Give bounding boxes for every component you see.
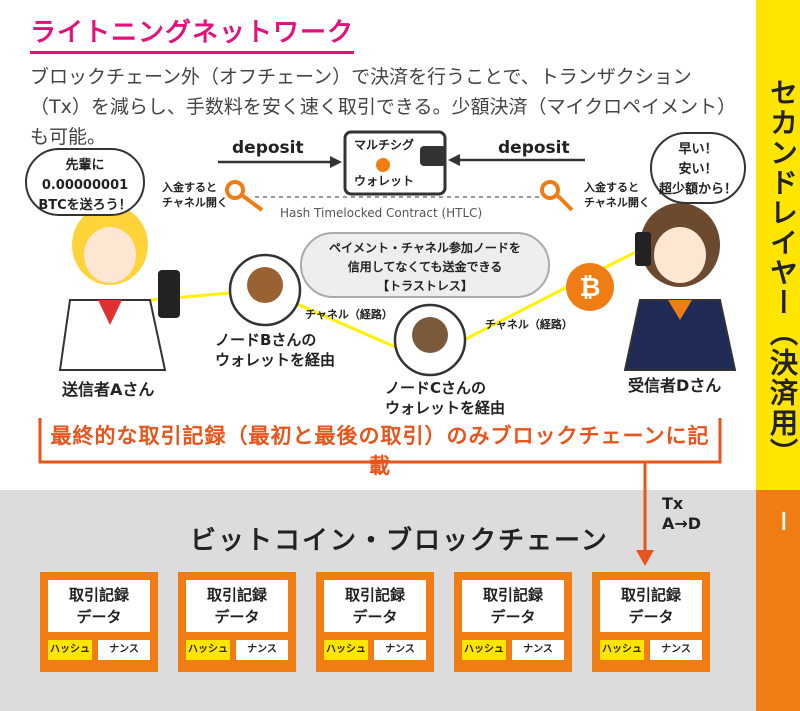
node-b-label: ノードBさんの ウォレットを経由 (215, 331, 336, 369)
record-bracket (38, 418, 722, 464)
block-hash: ハッシュ (324, 640, 368, 660)
channel-label-1: チャネル（経路） (305, 308, 393, 321)
trustless-bubble: ペイメント・チャネル参加ノードを 信用してなくても送金できる 【トラストレス】 (300, 232, 550, 298)
bitcoin-coin-icon (566, 263, 614, 311)
final-record-text: 最終的な取引記録（最初と最後の取引）のみブロックチェーンに記載 (50, 424, 710, 478)
svg-text:₿: ₿ (579, 273, 600, 303)
sender-speech-bubble: 先輩に 0.00000001 BTCを送ろう！ (25, 148, 145, 216)
receiver-label: 受信者Dさん (628, 376, 722, 395)
first-layer-label: ファーストレイヤー (769, 510, 794, 534)
block-line1: 取引記録 (344, 586, 405, 604)
block-hash: ハッシュ (186, 640, 230, 660)
receiver-person (623, 203, 737, 371)
block-line2: データ (352, 608, 398, 626)
block-line2: データ (76, 608, 122, 626)
block-hash: ハッシュ (462, 640, 506, 660)
key-icon (225, 180, 264, 212)
bitcoin-icon (376, 158, 390, 172)
block-line2: データ (214, 608, 260, 626)
receiver-speech-bubble: 早い！ 安い！ 超少額から！ (650, 132, 746, 204)
wallet-line2: ウォレット (354, 174, 415, 188)
block-nonce: ナンス (512, 640, 564, 660)
blockchain-title: ビットコイン・ブロックチェーン (190, 526, 609, 556)
block-line2: データ (628, 608, 674, 626)
wallet-line1: マルチシグ (354, 138, 415, 152)
block-line2: データ (490, 608, 536, 626)
block-line1: 取引記録 (482, 586, 543, 604)
block: 取引記録データ ハッシュ ナンス (454, 572, 572, 672)
tx-arrow (636, 490, 654, 566)
sender-label: 送信者Aさん (62, 380, 155, 399)
block-line1: 取引記録 (206, 586, 267, 604)
block: 取引記録データ ハッシュ ナンス (178, 572, 296, 672)
channel-label-2: チャネル（経路） (485, 318, 573, 331)
tx-label: Tx A→D (662, 494, 702, 533)
block: 取引記録データ ハッシュ ナンス (592, 572, 710, 672)
first-layer-bar: ファーストレイヤー (756, 490, 800, 711)
block-nonce: ナンス (98, 640, 150, 660)
key-left-label: 入金すると チャネル開く (162, 181, 228, 209)
block-line1: 取引記録 (620, 586, 681, 604)
page-title: ライトニングネットワーク (30, 12, 355, 54)
key-icon (540, 180, 574, 212)
description: ブロックチェーン外（オフチェーン）で決済を行うことで、トランザクション（Tx）を… (30, 66, 727, 148)
block-nonce: ナンス (374, 640, 426, 660)
htlc-label: Hash Timelocked Contract (HTLC) (280, 206, 483, 220)
node-c-label: ノードCさんの ウォレットを経由 (385, 379, 506, 417)
deposit-left-label: deposit (232, 138, 304, 158)
second-layer-label: セカンドレイヤー（決済用） (766, 78, 799, 468)
lightning-diagram: ₿ (38, 130, 737, 490)
deposit-right-label: deposit (498, 138, 570, 158)
second-layer-bar: セカンドレイヤー（決済用） (756, 0, 800, 490)
block-line1: 取引記録 (68, 586, 129, 604)
key-right-label: 入金すると チャネル開く (584, 181, 650, 209)
block-hash: ハッシュ (48, 640, 92, 660)
block: 取引記録データ ハッシュ ナンス (40, 572, 158, 672)
block-hash: ハッシュ (600, 640, 644, 660)
block-nonce: ナンス (650, 640, 702, 660)
block-nonce: ナンス (236, 640, 288, 660)
sender-person (58, 205, 180, 371)
block: 取引記録データ ハッシュ ナンス (316, 572, 434, 672)
